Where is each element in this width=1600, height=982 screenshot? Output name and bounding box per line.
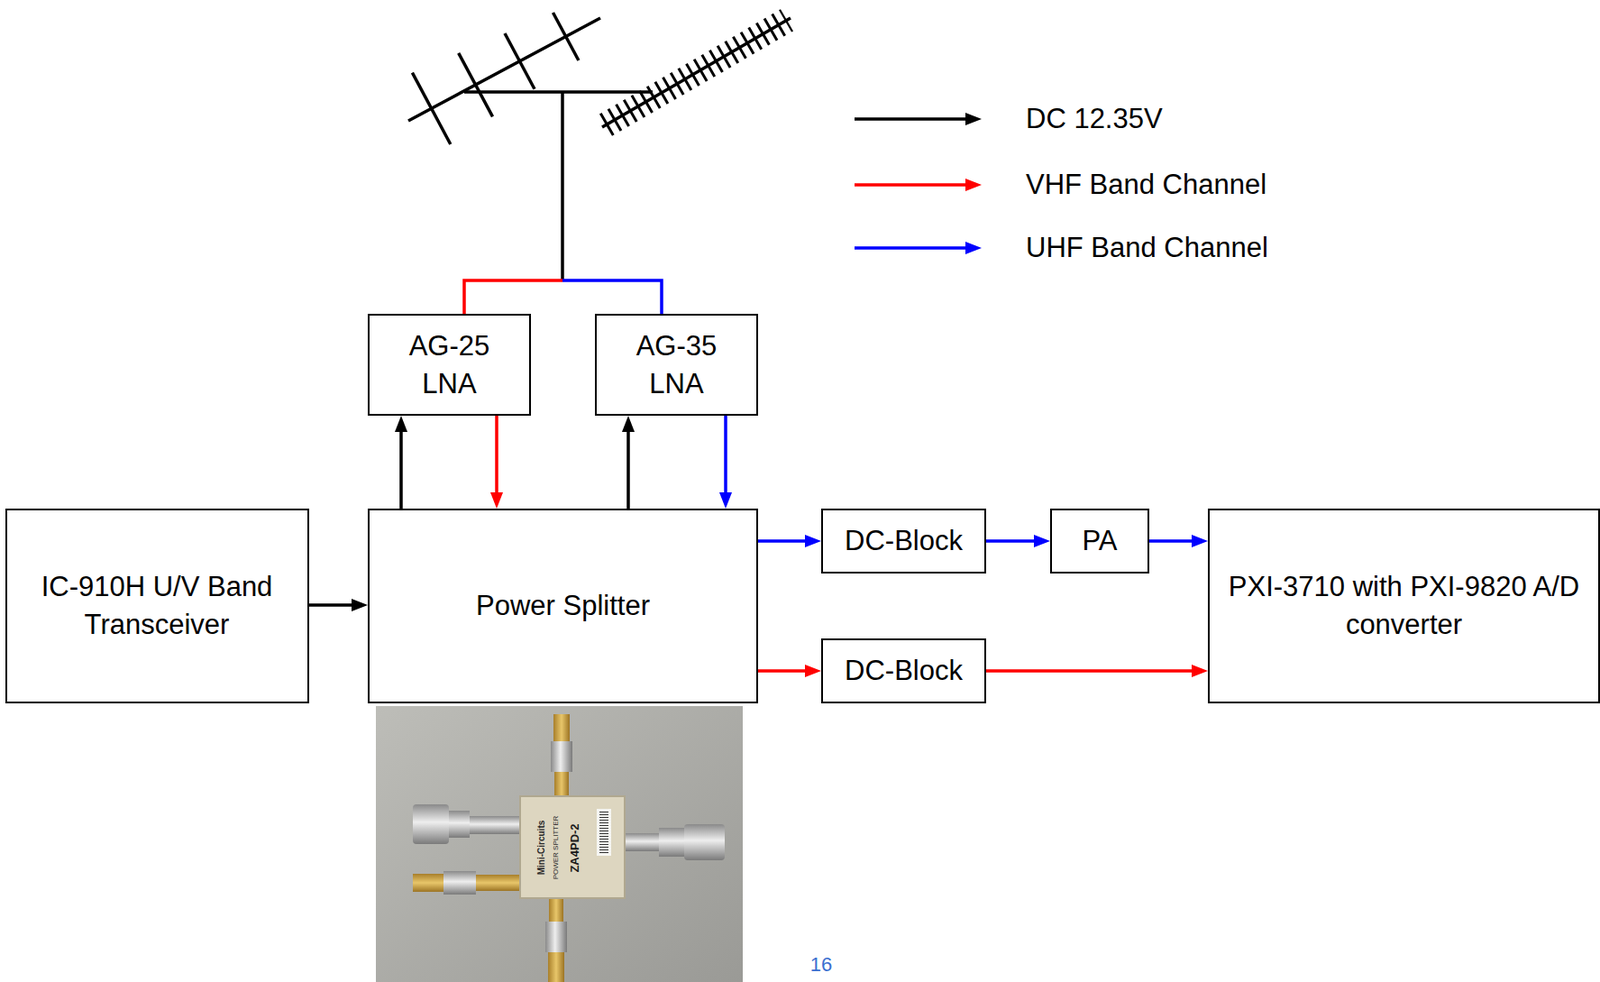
product-text: POWER SPLITTER [552, 815, 560, 880]
signal-arrow [621, 415, 635, 509]
arrow-head [394, 415, 408, 432]
arrow-shaft [758, 539, 813, 543]
arrow-head [1033, 534, 1051, 548]
yagi-element [504, 33, 535, 90]
block-label: AG-25 LNA [395, 327, 504, 403]
n-connector [684, 823, 725, 860]
sma-connector [412, 873, 444, 892]
yagi-hatching [605, 19, 787, 125]
arrow-head [719, 492, 732, 509]
yagi-element [411, 73, 450, 145]
antenna-symbol [408, 12, 791, 281]
yagi-element [458, 53, 494, 118]
legend-arrow-line [854, 117, 973, 121]
legend-arrow-head [965, 241, 982, 255]
model-number: ZA4PD-2 [568, 822, 581, 872]
arrow-shaft [399, 424, 403, 509]
antenna-mast [560, 91, 565, 281]
barcode-sticker [596, 808, 612, 856]
photo-background [375, 705, 743, 982]
legend-label: VHF Band Channel [1025, 167, 1267, 202]
legend-arrow-line [854, 182, 973, 187]
sma-connector [550, 740, 573, 772]
arrow-shaft [986, 539, 1042, 543]
legend-arrow-line [854, 246, 973, 250]
arrow-shaft [309, 603, 360, 607]
signal-arrow [309, 598, 369, 612]
sma-connector [443, 870, 476, 895]
n-connector [469, 815, 521, 834]
signal-arrow [758, 664, 822, 677]
block-box: DC-Block [821, 638, 987, 704]
signal-arrow [758, 534, 822, 548]
arrow-head [351, 598, 368, 612]
block-box: PA [1050, 508, 1150, 574]
arrow-shaft [758, 668, 813, 673]
antenna-crossbar [464, 90, 653, 94]
sma-connector [548, 897, 564, 922]
block-box: PXI-3710 with PXI-9820 A/D converter [1207, 508, 1600, 704]
sma-connector [545, 921, 567, 952]
signal-arrow [1149, 534, 1208, 548]
n-connector [624, 832, 659, 851]
sma-connector [553, 713, 570, 741]
block-box: AG-25 LNA [367, 313, 531, 416]
arrow-shaft [723, 415, 728, 500]
splitter-body [520, 795, 625, 898]
block-label: Power Splitter [475, 586, 650, 625]
arrow-head [1191, 664, 1208, 677]
page-number: 16 [810, 954, 832, 975]
sma-connector [475, 874, 521, 891]
legend-arrow-head [965, 112, 982, 126]
arrow-head [621, 415, 635, 432]
arrow-shaft [494, 415, 499, 500]
n-connector [412, 804, 449, 844]
legend-swatch [851, 238, 988, 257]
signal-arrow [986, 664, 1208, 677]
yagi-element [553, 12, 579, 61]
n-connector [448, 810, 470, 838]
block-label: DC-Block [844, 521, 963, 560]
legend-swatch [851, 109, 988, 128]
yagi-boom [602, 18, 791, 128]
signal-arrow [490, 415, 503, 509]
arrow-head [804, 534, 822, 548]
signal-arrow [986, 534, 1051, 548]
antenna-feed [464, 280, 662, 314]
legend-arrow-head [965, 178, 982, 192]
arrow-head [490, 492, 503, 509]
block-label: PA [1081, 521, 1117, 560]
sma-connector [554, 771, 569, 796]
splitter-photo [375, 705, 743, 982]
brand-text: Mini-Circuits [537, 820, 547, 876]
signal-arrow [394, 415, 408, 509]
legend-label: DC 12.35V [1025, 101, 1163, 136]
block-box: AG-35 LNA [594, 313, 759, 416]
legend-label: UHF Band Channel [1025, 230, 1269, 265]
block-label: DC-Block [844, 651, 963, 690]
n-connector [658, 827, 685, 857]
vhf-feed-line [464, 280, 563, 314]
arrow-head [804, 664, 822, 677]
barcode-bars [599, 811, 609, 853]
arrow-head [1191, 534, 1208, 548]
arrow-shaft [1149, 539, 1199, 543]
yagi-boom [408, 18, 601, 121]
signal-arrow [719, 415, 732, 509]
block-box: IC-910H U/V Band Transceiver [5, 508, 310, 704]
block-label: AG-35 LNA [622, 327, 732, 403]
legend-swatch [851, 175, 988, 194]
arrow-shaft [626, 424, 631, 509]
block-label: IC-910H U/V Band Transceiver [16, 567, 298, 644]
sma-connector [548, 951, 565, 982]
uhf-feed-line [562, 280, 662, 314]
block-label: PXI-3710 with PXI-9820 A/D converter [1219, 567, 1590, 644]
block-box: Power Splitter [367, 508, 759, 704]
arrow-shaft [986, 668, 1199, 673]
block-box: DC-Block [821, 508, 987, 574]
